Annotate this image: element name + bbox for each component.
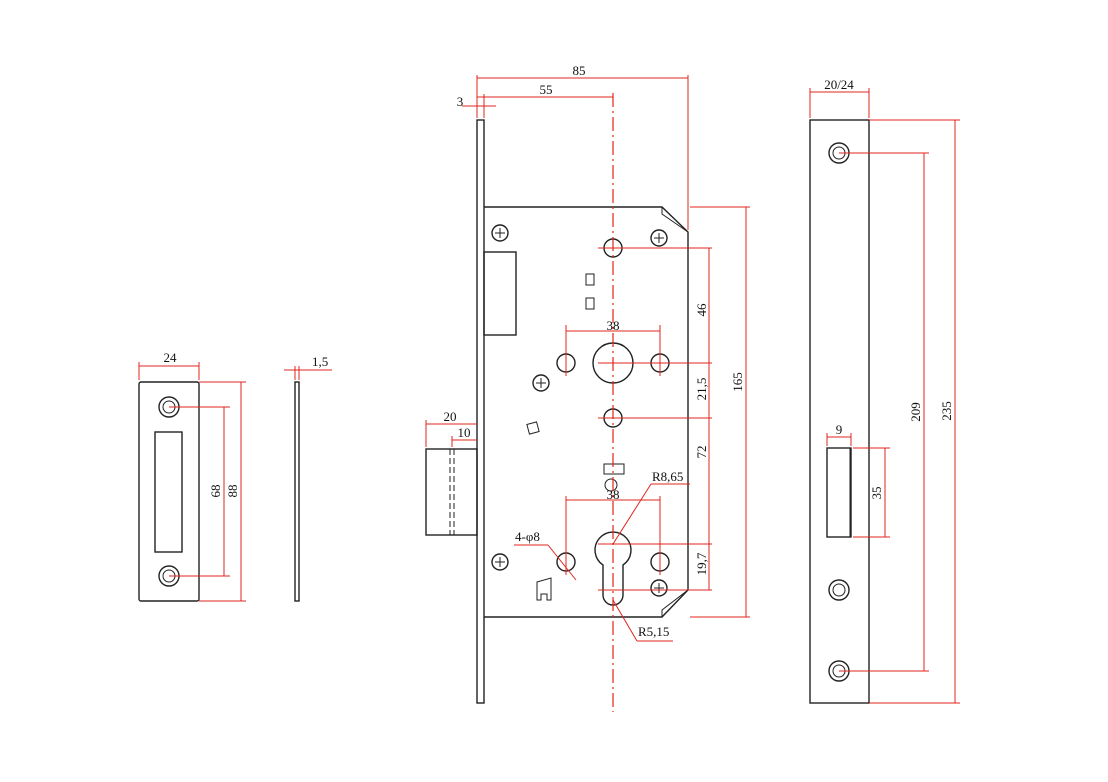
bolt-projection-label: 10 bbox=[458, 425, 471, 440]
faceplate-outline bbox=[809, 119, 870, 704]
lock-faceplate bbox=[476, 119, 485, 704]
cylinder-radius-label: R8,65 bbox=[652, 469, 683, 484]
bottom-offset-label: 19,7 bbox=[694, 552, 709, 575]
strike-thickness-label: 1,5 bbox=[312, 354, 328, 369]
strike-plate-front: 24 68 88 bbox=[138, 350, 246, 602]
cylinder-slot-radius-label: R5,15 bbox=[638, 624, 669, 639]
bolt-width-label: 9 bbox=[836, 422, 843, 437]
slot bbox=[526, 421, 540, 435]
screw-icon bbox=[491, 553, 509, 571]
slot bbox=[585, 273, 595, 286]
lock-case-outline bbox=[484, 206, 689, 618]
lever-part bbox=[536, 577, 552, 601]
faceplate-length-label: 235 bbox=[939, 401, 954, 421]
fixing-holes-label: 4-φ8 bbox=[515, 529, 540, 544]
overall-depth-label: 85 bbox=[573, 63, 586, 78]
faceplate-width-label: 20/24 bbox=[824, 77, 854, 92]
strike-height-label: 88 bbox=[225, 485, 240, 498]
strike-hole-spacing-label: 68 bbox=[208, 485, 223, 498]
cylinder-cutout bbox=[594, 531, 632, 606]
deadbolt-block bbox=[483, 251, 517, 336]
strike-width-label: 24 bbox=[164, 350, 178, 365]
screw-icon bbox=[650, 579, 668, 597]
strike-plate-side: 1,5 bbox=[284, 354, 332, 602]
latch-bolt bbox=[425, 448, 478, 536]
latch-projection-label: 20 bbox=[444, 409, 457, 424]
screw-icon bbox=[491, 224, 509, 242]
strike-plate-opening bbox=[154, 431, 183, 553]
pin bbox=[604, 478, 618, 492]
slot bbox=[603, 463, 625, 475]
bolt-height-label: 35 bbox=[869, 487, 884, 500]
faceplate-thickness-label: 3 bbox=[457, 94, 464, 109]
screw-icon bbox=[650, 229, 668, 247]
faceplate-front: 20/24 9 35 209 235 bbox=[809, 77, 960, 704]
faceplate-hole bbox=[828, 579, 850, 601]
handle-spread-top-label: 38 bbox=[607, 318, 620, 333]
faceplate-bolt-opening bbox=[826, 447, 852, 538]
lock-body: 85 55 3 165 46 21,5 72 19,7 38 38 R8,65 … bbox=[425, 63, 750, 712]
slot bbox=[585, 297, 595, 310]
faceplate-hole-spacing-label: 209 bbox=[908, 402, 923, 422]
backset-label: 55 bbox=[540, 82, 553, 97]
screw-icon bbox=[532, 374, 550, 392]
handle-spread-bottom-label: 38 bbox=[607, 487, 620, 502]
strike-plate-outline bbox=[138, 381, 200, 602]
upper-spacing-label: 46 bbox=[694, 303, 709, 317]
handle-to-mid-label: 21,5 bbox=[694, 378, 709, 401]
center-distance-label: 72 bbox=[694, 446, 709, 459]
body-height-label: 165 bbox=[730, 372, 745, 392]
strike-plate-side-outline bbox=[294, 381, 300, 602]
